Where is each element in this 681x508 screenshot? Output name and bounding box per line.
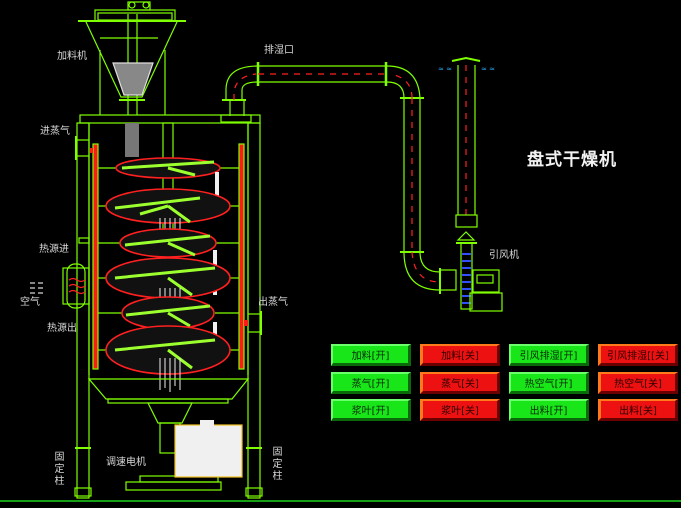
heat-inlet-port [78, 237, 90, 244]
label-steam-in: 进蒸气 [40, 126, 70, 137]
page-title: 盘式干燥机 [527, 150, 617, 170]
speed-motor [174, 424, 243, 478]
hot-air-off-button[interactable]: 热空气[关] [598, 372, 678, 394]
feeder-motor [78, 1, 186, 22]
paddle-on-button[interactable]: 浆叶[开] [331, 399, 411, 421]
tray-6 [98, 325, 239, 392]
discharge-hopper [87, 378, 250, 491]
label-fixed-column-left: 固定柱 [54, 452, 65, 487]
feed-off-button[interactable]: 加料[关] [420, 344, 500, 366]
air-symbol [30, 282, 43, 294]
label-dehumid-port: 排湿口 [264, 45, 294, 56]
discharge-on-button[interactable]: 出料[开] [509, 399, 589, 421]
heater-rail-right [238, 143, 245, 370]
steam-inlet-flange [75, 136, 89, 160]
hot-air-on-button[interactable]: 热空气[开] [509, 372, 589, 394]
svg-text:≈ ≈: ≈ ≈ [481, 65, 495, 73]
feed-on-button[interactable]: 加料[开] [331, 344, 411, 366]
fan-dehumid-on-button[interactable]: 引风排湿[开] [509, 344, 589, 366]
label-heat-out: 热源出 [47, 323, 77, 334]
steam-on-button[interactable]: 蒸气[开] [331, 372, 411, 394]
label-air: 空气 [20, 297, 40, 308]
exhaust-duct [220, 62, 457, 294]
tower-frame [74, 122, 263, 499]
fan-stack [451, 56, 503, 312]
feeder-hopper [79, 14, 261, 124]
discharge-off-button[interactable]: 出料[关] [598, 399, 678, 421]
label-fixed-column-right: 固定柱 [272, 447, 283, 482]
tray-1 [98, 157, 239, 204]
steam-outlet-flange [248, 311, 262, 335]
paddle-off-button[interactable]: 浆叶[关] [420, 399, 500, 421]
exhaust-vapor: ≈ ≈ ≈ ≈ [438, 65, 495, 73]
label-induced-fan: 引风机 [489, 250, 519, 261]
tray-5 [98, 296, 239, 362]
fan-dehumid-off-button[interactable]: 引风排湿[[关] [598, 344, 678, 366]
label-steam-out: 出蒸气 [258, 297, 288, 308]
air-heater [62, 263, 90, 309]
label-heat-in: 热源进 [39, 244, 69, 255]
svg-text:≈ ≈: ≈ ≈ [438, 65, 452, 73]
heater-rail-left [92, 143, 99, 370]
feed-chute [125, 123, 139, 157]
steam-off-button[interactable]: 蒸气[关] [420, 372, 500, 394]
tray-stack [98, 157, 239, 392]
label-speed-motor: 调速电机 [106, 457, 146, 468]
label-feeder: 加料机 [57, 51, 87, 62]
